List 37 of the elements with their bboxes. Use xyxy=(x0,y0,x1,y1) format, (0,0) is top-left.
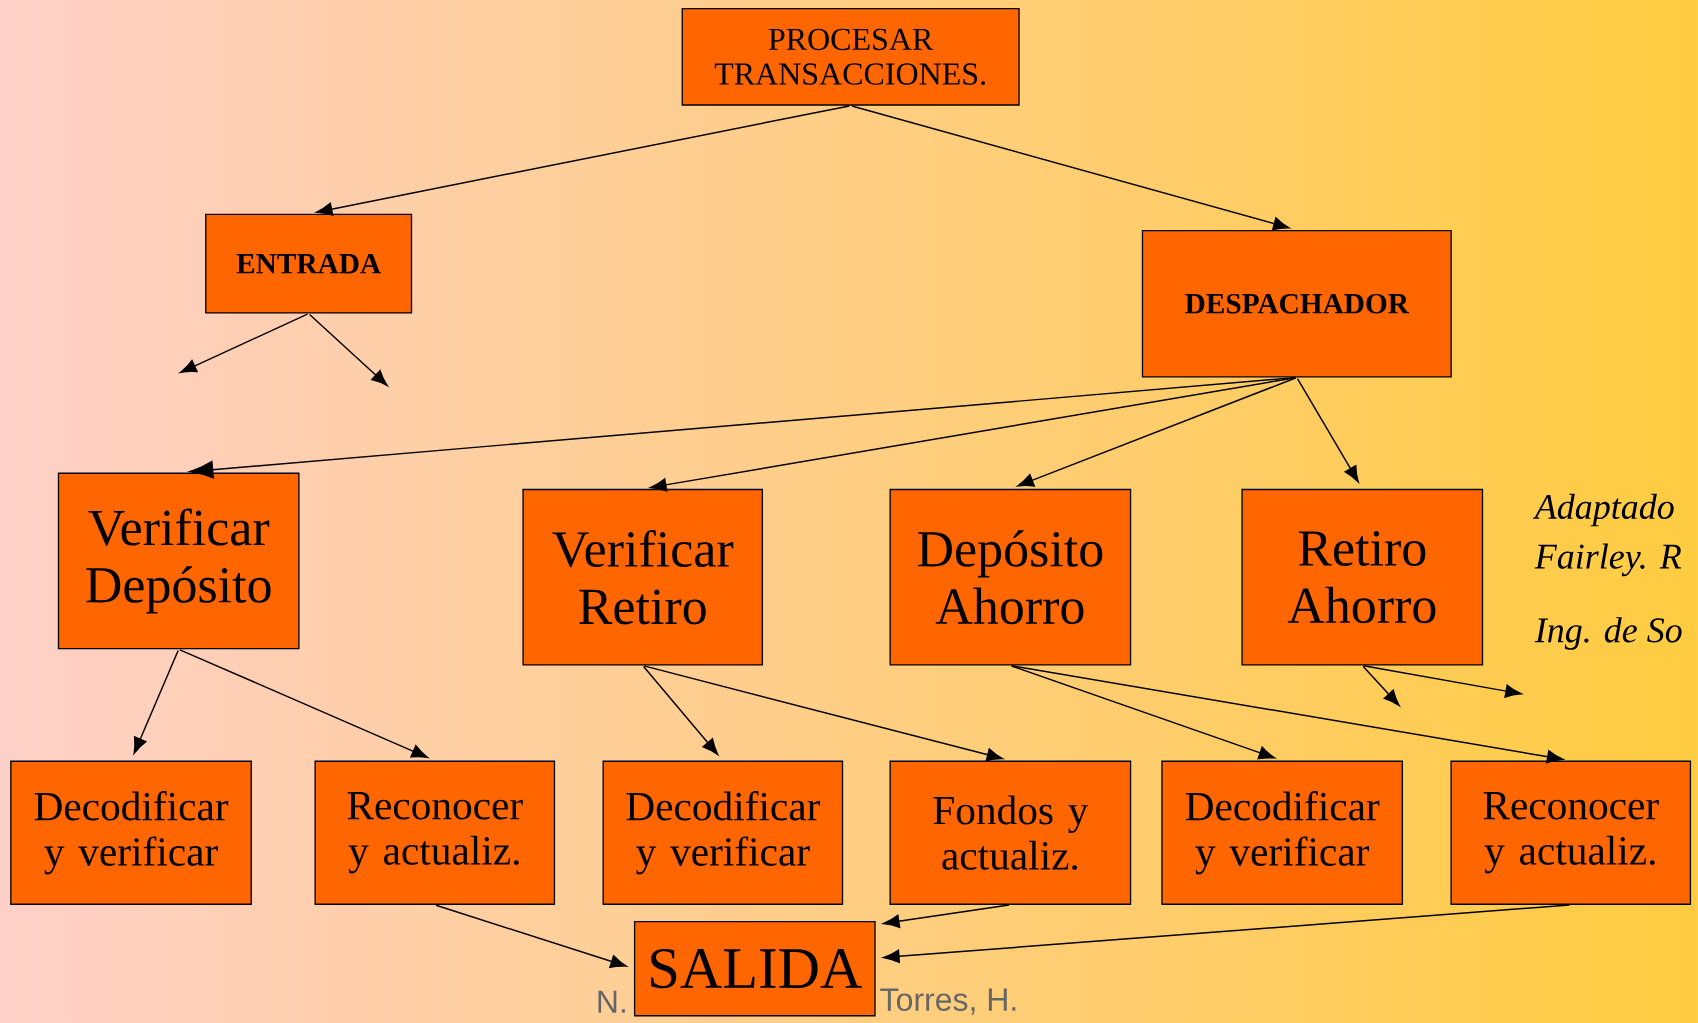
arrow xyxy=(180,313,309,374)
credit-text: Fairley. R xyxy=(1534,543,1682,577)
arrow xyxy=(883,904,1010,928)
arrow xyxy=(1296,377,1359,483)
process-box: Decodificar y verificar xyxy=(1161,760,1404,905)
arrow xyxy=(308,313,388,387)
process-box: Depósito Ahorro xyxy=(889,488,1132,666)
process-box: Decodificar y verificar xyxy=(10,760,252,905)
arrow xyxy=(1010,665,1564,764)
process-box: Retiro Ahorro xyxy=(1241,488,1484,666)
arrow xyxy=(1017,377,1297,487)
process-box: Reconocer y actualiz. xyxy=(314,760,556,905)
arrow xyxy=(179,649,428,759)
arrow xyxy=(435,904,627,969)
arrow xyxy=(1010,665,1276,760)
arrow xyxy=(851,105,1290,231)
arrow xyxy=(1362,665,1400,707)
footer-text: Torres, H. xyxy=(880,988,1016,1015)
credit-text: Adaptado xyxy=(1532,493,1674,527)
arrow xyxy=(643,665,1004,762)
process-box: PROCESAR TRANSACCIONES. xyxy=(681,8,1020,106)
arrow xyxy=(650,377,1297,492)
process-box: Decodificar y verificar xyxy=(602,760,844,905)
process-box: Verificar Retiro xyxy=(522,488,764,666)
process-box: ENTRADA xyxy=(205,213,413,314)
arrow xyxy=(642,665,719,756)
process-box: SALIDA xyxy=(633,920,876,1017)
process-box: DESPACHADOR xyxy=(1141,230,1452,378)
arrow xyxy=(315,105,851,216)
arrow xyxy=(883,904,1571,964)
footer-text: N. xyxy=(598,990,625,1013)
arrow xyxy=(133,649,179,754)
credit-text: Ing. de So xyxy=(1534,617,1682,650)
process-box: Fondos y actualiz. xyxy=(889,760,1132,905)
process-box: Reconocer y actualiz. xyxy=(1450,760,1692,905)
arrow xyxy=(1362,665,1522,698)
process-box: Verificar Depósito xyxy=(57,472,300,650)
